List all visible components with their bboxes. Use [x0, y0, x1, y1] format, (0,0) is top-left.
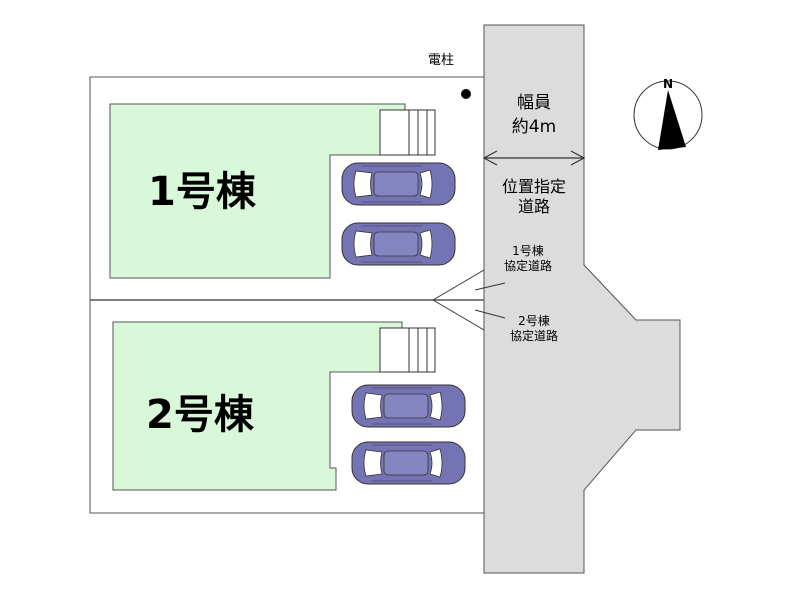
road-width-arrow	[482, 150, 586, 166]
lot-2-label: 2号棟	[146, 392, 255, 438]
road-type-label: 位置指定	[502, 177, 566, 196]
lot-2-entrance-steps	[379, 327, 436, 373]
north-compass-icon: N	[633, 77, 703, 150]
lot-1-label: 1号棟	[148, 169, 257, 215]
agreement-road-lines	[432, 269, 506, 331]
parking-car	[351, 384, 466, 428]
lot-1-agreement-road-label: 1号棟	[512, 243, 544, 258]
lot-1-entrance-steps	[379, 109, 436, 156]
pole-label: 電柱	[428, 53, 454, 68]
lot-2-building	[112, 321, 403, 491]
road-width-value: 約4m	[512, 117, 556, 137]
parking-car	[341, 222, 456, 266]
road	[483, 24, 681, 574]
parking-car	[351, 441, 466, 485]
road-width-label: 幅員	[517, 93, 551, 113]
road-type-label-2: 道路	[518, 197, 550, 216]
lot-2-agreement-road-label-2: 協定道路	[510, 328, 558, 343]
lot-1-agreement-road-label-2: 協定道路	[504, 258, 552, 273]
utility-pole-icon	[461, 89, 471, 99]
svg-text:N: N	[663, 77, 673, 91]
parking-car	[341, 162, 456, 206]
lot-2-agreement-road-label: 2号棟	[518, 313, 550, 328]
